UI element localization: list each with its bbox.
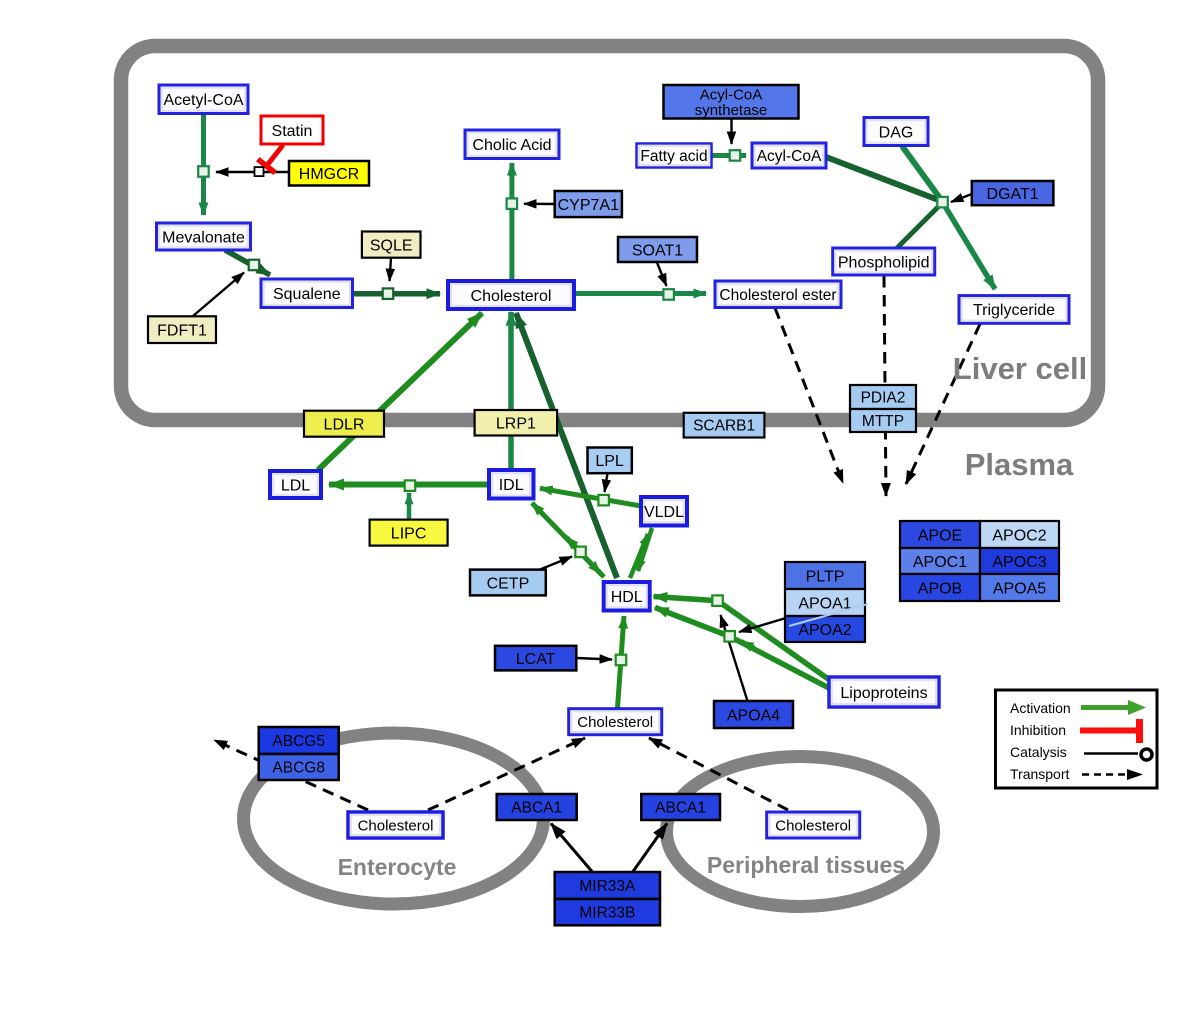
svg-text:Fatty acid: Fatty acid <box>640 148 707 165</box>
svg-text:APOA4: APOA4 <box>727 707 780 724</box>
svg-text:Enterocyte: Enterocyte <box>338 854 457 880</box>
svg-text:Cholic Acid: Cholic Acid <box>472 137 551 154</box>
svg-text:Acyl-CoA: Acyl-CoA <box>700 87 763 104</box>
svg-text:VLDL: VLDL <box>644 504 684 521</box>
svg-text:APOE: APOE <box>918 527 962 544</box>
svg-text:ABCG5: ABCG5 <box>272 733 325 750</box>
svg-text:Transport: Transport <box>1010 766 1070 782</box>
svg-text:LDLR: LDLR <box>324 417 365 434</box>
svg-text:CETP: CETP <box>487 575 530 592</box>
svg-text:Catalysis: Catalysis <box>1010 744 1067 760</box>
svg-text:CYP7A1: CYP7A1 <box>558 197 619 214</box>
svg-text:LIPC: LIPC <box>391 525 427 542</box>
svg-text:APOA5: APOA5 <box>993 580 1046 597</box>
svg-text:Squalene: Squalene <box>273 286 341 303</box>
svg-text:Triglyceride: Triglyceride <box>973 302 1055 319</box>
svg-text:APOC2: APOC2 <box>992 527 1046 544</box>
svg-text:APOA1: APOA1 <box>798 595 851 612</box>
svg-text:FDFT1: FDFT1 <box>157 322 207 339</box>
svg-text:APOA2: APOA2 <box>798 622 851 639</box>
svg-text:Phospholipid: Phospholipid <box>838 254 930 271</box>
svg-text:PDIA2: PDIA2 <box>861 390 906 407</box>
svg-text:MTTP: MTTP <box>862 413 904 430</box>
svg-text:Cholesterol: Cholesterol <box>775 817 851 834</box>
svg-text:Acetyl-CoA: Acetyl-CoA <box>163 92 243 109</box>
svg-text:SOAT1: SOAT1 <box>632 242 683 259</box>
svg-text:Cholesterol: Cholesterol <box>577 714 653 731</box>
svg-text:IDL: IDL <box>499 477 524 494</box>
svg-text:SQLE: SQLE <box>370 237 413 254</box>
svg-text:HMGCR: HMGCR <box>299 166 359 183</box>
svg-text:ABCA1: ABCA1 <box>655 800 706 817</box>
svg-text:Activation: Activation <box>1010 700 1071 716</box>
svg-text:ABCA1: ABCA1 <box>511 800 562 817</box>
svg-text:APOC1: APOC1 <box>913 554 967 571</box>
svg-text:PLTP: PLTP <box>806 568 845 585</box>
svg-text:Cholesterol: Cholesterol <box>358 817 434 834</box>
svg-text:ABCG8: ABCG8 <box>272 760 325 777</box>
svg-text:Liver cell: Liver cell <box>953 351 1087 386</box>
svg-text:APOB: APOB <box>918 580 962 597</box>
svg-text:LCAT: LCAT <box>516 651 556 668</box>
svg-text:MIR33A: MIR33A <box>579 878 636 895</box>
svg-text:Statin: Statin <box>272 123 313 140</box>
svg-text:APOC3: APOC3 <box>992 554 1046 571</box>
svg-text:Lipoproteins: Lipoproteins <box>840 685 927 702</box>
svg-text:DGAT1: DGAT1 <box>987 186 1039 203</box>
svg-text:Acyl-CoA: Acyl-CoA <box>757 148 822 165</box>
svg-text:DAG: DAG <box>879 124 914 141</box>
svg-text:Mevalonate: Mevalonate <box>162 229 245 246</box>
svg-text:SCARB1: SCARB1 <box>693 418 755 435</box>
svg-text:MIR33B: MIR33B <box>579 905 635 922</box>
svg-text:Cholesterol: Cholesterol <box>471 288 552 305</box>
svg-text:synthetase: synthetase <box>695 102 768 119</box>
svg-text:Plasma: Plasma <box>965 447 1074 482</box>
svg-text:Peripheral tissues: Peripheral tissues <box>707 852 905 878</box>
svg-text:LPL: LPL <box>595 453 624 470</box>
svg-text:Inhibition: Inhibition <box>1010 722 1066 738</box>
svg-text:Cholesterol ester: Cholesterol ester <box>719 287 836 304</box>
svg-text:HDL: HDL <box>611 589 643 606</box>
svg-text:LRP1: LRP1 <box>496 416 536 433</box>
svg-text:LDL: LDL <box>281 477 310 494</box>
